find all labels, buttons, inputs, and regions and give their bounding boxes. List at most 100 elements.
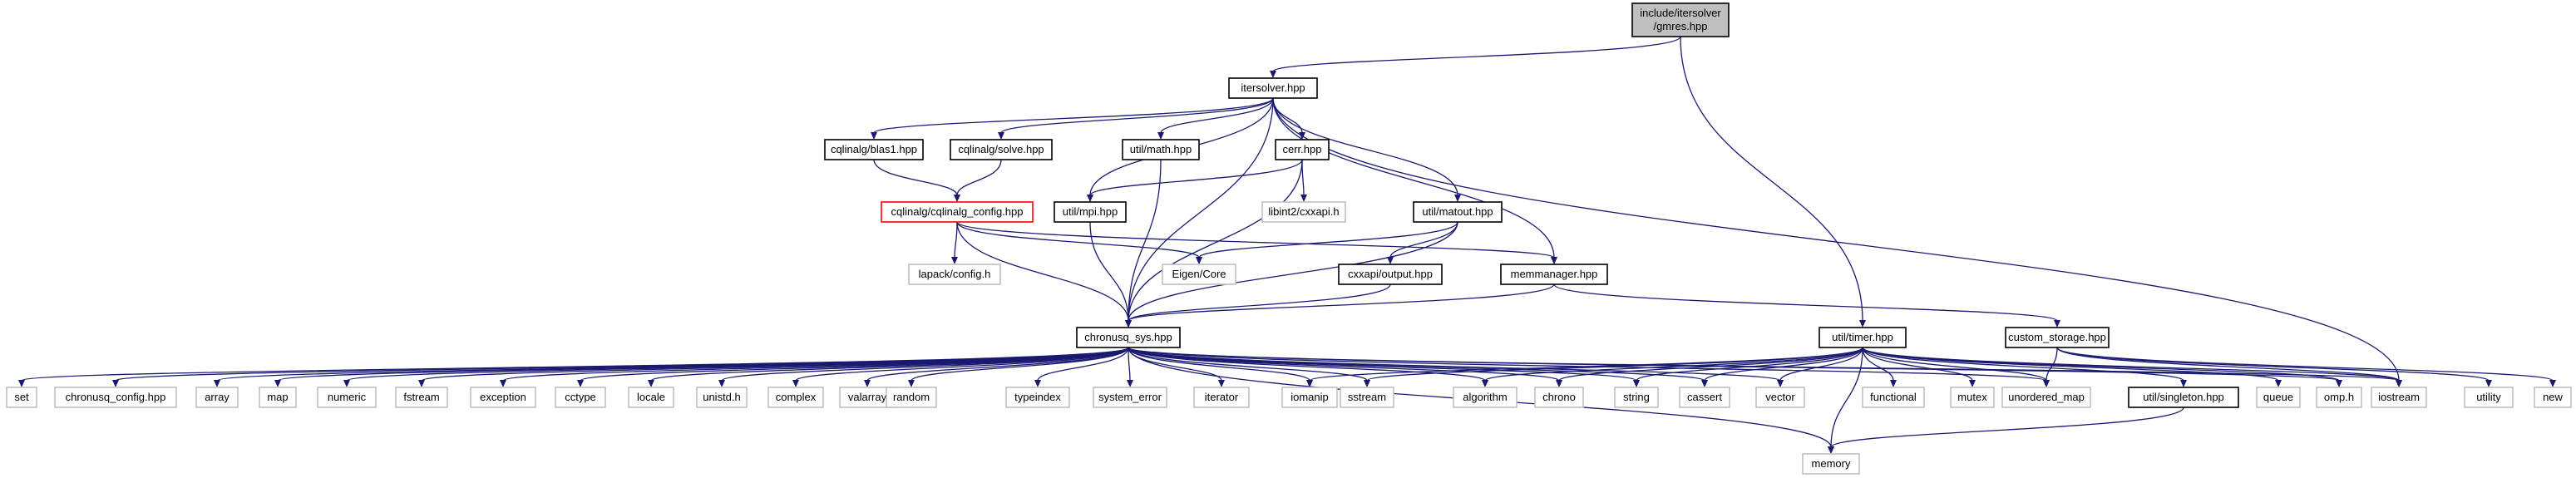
node-utility: utility	[2464, 387, 2514, 408]
node-label-cctype: cctype	[565, 391, 596, 403]
node-exception: exception	[470, 387, 536, 408]
arrowhead-cqconfig-lapack	[951, 257, 958, 264]
node-iterator: iterator	[1193, 387, 1250, 408]
node-matout[interactable]: util/matout.hpp	[1413, 201, 1503, 223]
node-cerr[interactable]: cerr.hpp	[1275, 139, 1330, 160]
node-label-fstream: fstream	[403, 391, 439, 403]
node-singleton[interactable]: util/singleton.hpp	[2128, 387, 2239, 408]
node-iostream: iostream	[2371, 387, 2427, 408]
node-box-memmanager	[1500, 264, 1608, 285]
edge-blas1-cqconfig	[873, 159, 958, 196]
arrowhead-memmanager-sys	[1125, 320, 1132, 328]
node-cassert: cassert	[1679, 387, 1730, 408]
node-cctype: cctype	[555, 387, 606, 408]
arrowhead-sys-exception	[500, 380, 506, 387]
node-math[interactable]: util/math.hpp	[1122, 139, 1200, 160]
node-sstream: sstream	[1340, 387, 1394, 408]
node-eigen: Eigen/Core	[1162, 264, 1236, 285]
node-box-locale	[628, 387, 674, 408]
node-valarray: valarray	[839, 387, 896, 408]
node-box-cqconfig	[881, 201, 1034, 223]
arrowhead-itersolver-solve	[998, 132, 1004, 140]
node-functional: functional	[1862, 387, 1925, 408]
node-cqconfig[interactable]: cqlinalg/cqlinalg_config.hpp	[881, 201, 1034, 223]
edge-sys-chrono	[1128, 347, 1560, 382]
arrowhead-sys-array	[214, 380, 220, 387]
edge-timer-string	[1636, 347, 1863, 382]
edge-cqconfig-lapack	[954, 221, 958, 259]
node-label-iterator: iterator	[1205, 391, 1239, 403]
edge-sys-random	[910, 347, 1129, 382]
node-label-set: set	[14, 391, 29, 403]
node-chrono: chrono	[1534, 387, 1584, 408]
edge-sys-locale	[650, 347, 1129, 382]
node-box-system_error	[1093, 387, 1167, 408]
node-box-iomanip	[1281, 387, 1338, 408]
node-label-cxxapi: libint2/cxxapi.h	[1268, 205, 1339, 218]
node-output[interactable]: cxxapi/output.hpp	[1338, 264, 1443, 285]
edge-matout-eigen	[1198, 221, 1458, 259]
arrowhead-cqconfig-memmanager	[1551, 257, 1557, 264]
arrowhead-gmres-itersolver	[1270, 71, 1276, 78]
node-memmanager[interactable]: memmanager.hpp	[1500, 264, 1608, 285]
edge-sys-omp	[1128, 347, 2340, 382]
node-queue: queue	[2256, 387, 2301, 408]
node-label-functional: functional	[1870, 391, 1917, 403]
arrowhead-cerr-cxxapi	[1300, 195, 1307, 202]
node-set: set	[6, 387, 37, 408]
node-box-cerr	[1275, 139, 1330, 160]
node-label-random: random	[893, 391, 930, 403]
edge-timer-chrono	[1558, 347, 1863, 382]
edge-timer-mutex	[1862, 347, 1973, 382]
node-label-matout: util/matout.hpp	[1422, 205, 1493, 218]
edge-itersolver-memmanager	[1272, 97, 1555, 259]
edge-matout-output	[1389, 221, 1458, 259]
arrowhead-timer-omp	[2336, 380, 2342, 387]
node-box-vector	[1755, 387, 1805, 408]
arrowhead-singleton-memory	[1828, 446, 1834, 454]
node-label-cqcfg: chronusq_config.hpp	[66, 391, 166, 403]
node-complex: complex	[767, 387, 824, 408]
node-custom[interactable]: custom_storage.hpp	[2005, 327, 2110, 348]
node-label-unistd: unistd.h	[703, 391, 741, 403]
node-cqcfg: chronusq_config.hpp	[54, 387, 177, 408]
node-locale: locale	[628, 387, 674, 408]
node-gmres[interactable]: include/itersolver/gmres.hpp	[1631, 2, 1730, 37]
node-itersolver[interactable]: itersolver.hpp	[1228, 77, 1318, 99]
edge-itersolver-sys	[1128, 97, 1274, 322]
node-random: random	[886, 387, 937, 408]
node-box-cqcfg	[54, 387, 177, 408]
arrowhead-solve-cqconfig	[954, 195, 960, 202]
node-memory: memory	[1802, 453, 1860, 475]
edge-custom-new	[2056, 347, 2554, 382]
arrowhead-sys-system_error	[1127, 380, 1133, 387]
node-string: string	[1614, 387, 1659, 408]
node-label-cqconfig: cqlinalg/cqlinalg_config.hpp	[891, 205, 1023, 218]
node-box-singleton	[2128, 387, 2239, 408]
node-label-memory: memory	[1812, 457, 1851, 470]
node-label-math: util/math.hpp	[1130, 143, 1192, 155]
node-sys[interactable]: chronusq_sys.hpp	[1076, 327, 1181, 348]
arrowhead-sys-unistd	[718, 380, 725, 387]
node-label-memmanager: memmanager.hpp	[1511, 268, 1598, 280]
node-label-utility: utility	[2476, 391, 2501, 403]
arrowhead-sys-map	[274, 380, 281, 387]
arrowhead-sys-numeric	[343, 380, 350, 387]
node-solve[interactable]: cqlinalg/solve.hpp	[950, 139, 1053, 160]
arrowhead-custom-new	[2549, 380, 2556, 387]
edge-math-sys	[1128, 159, 1162, 322]
arrowhead-sys-fstream	[418, 380, 425, 387]
node-box-unistd	[696, 387, 748, 408]
edge-gmres-itersolver	[1272, 36, 1681, 72]
node-box-cxxapi	[1261, 201, 1346, 223]
node-fstream: fstream	[395, 387, 448, 408]
node-label-map: map	[267, 391, 288, 403]
node-box-unordered_map	[2001, 387, 2091, 408]
edge-sys-unistd	[721, 347, 1129, 382]
node-label-iostream: iostream	[2378, 391, 2420, 403]
node-blas1[interactable]: cqlinalg/blas1.hpp	[824, 139, 924, 160]
node-timer[interactable]: util/timer.hpp	[1818, 327, 1907, 348]
node-mpi[interactable]: util/mpi.hpp	[1054, 201, 1127, 223]
edge-sys-cassert	[1128, 347, 1705, 382]
